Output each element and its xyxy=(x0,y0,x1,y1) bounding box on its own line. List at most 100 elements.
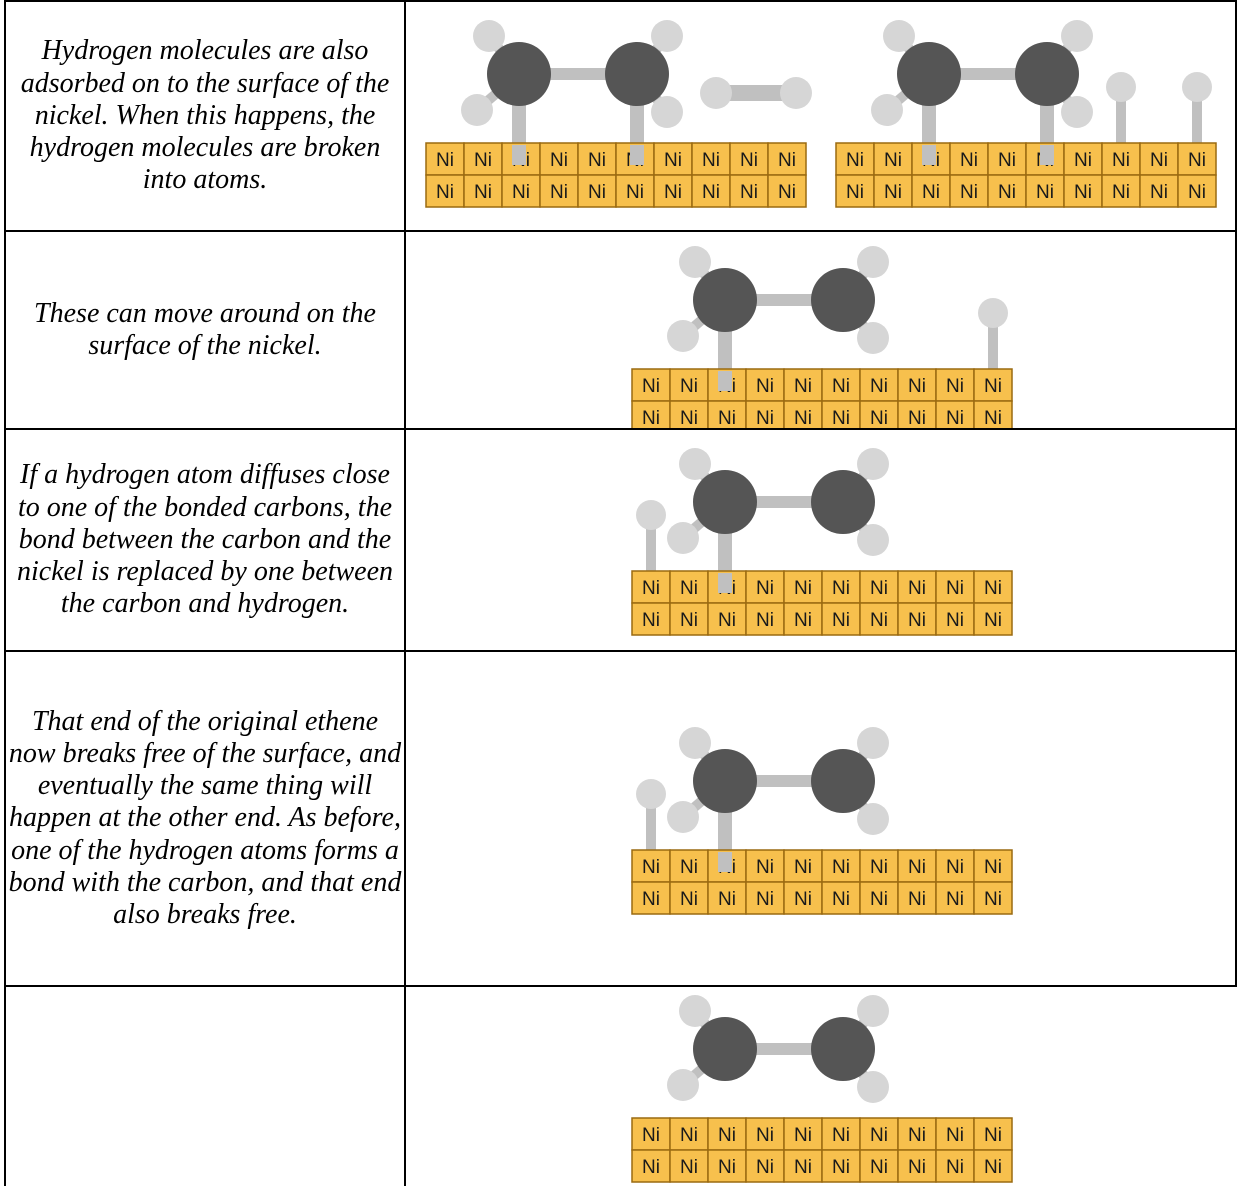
nickel-label: Ni xyxy=(642,857,660,878)
nickel-label: Ni xyxy=(718,610,736,631)
nickel-label: Ni xyxy=(718,1157,736,1178)
nickel-label: Ni xyxy=(908,610,926,631)
nickel-cell xyxy=(729,174,769,208)
nickel-cell xyxy=(615,174,655,208)
nickel-cell xyxy=(669,570,709,604)
nickel-label: Ni xyxy=(756,408,774,428)
nickel-cell xyxy=(745,400,785,434)
nickel-label: Ni xyxy=(756,1157,774,1178)
row-divider xyxy=(4,985,1237,987)
nickel-label: Ni xyxy=(474,150,492,171)
hydrogen-atom xyxy=(667,1069,699,1101)
step-text: Hydrogen molecules are also adsorbed on … xyxy=(20,35,390,196)
nickel-label: Ni xyxy=(870,1157,888,1178)
carbon-atom xyxy=(487,42,551,106)
nickel-cell xyxy=(783,1149,823,1183)
step-description: These can move around on the surface of … xyxy=(6,232,404,428)
nickel-label: Ni xyxy=(680,376,698,397)
h-nickel-bond xyxy=(646,519,656,571)
nickel-label: Ni xyxy=(908,1157,926,1178)
nickel-cell xyxy=(935,570,975,604)
nickel-label: Ni xyxy=(832,408,850,428)
column-divider xyxy=(404,0,406,1186)
nickel-label: Ni xyxy=(436,150,454,171)
hydrogen-atom xyxy=(857,322,889,354)
nickel-label: Ni xyxy=(756,1125,774,1146)
nickel-label: Ni xyxy=(794,376,812,397)
nickel-label: Ni xyxy=(474,182,492,203)
nickel-label: Ni xyxy=(1074,150,1092,171)
hydrogen-atom xyxy=(857,246,889,278)
nickel-cell xyxy=(949,142,989,176)
adsorbed-hydrogen-atom xyxy=(636,500,666,530)
nickel-cell xyxy=(935,1117,975,1151)
nickel-cell xyxy=(463,174,503,208)
hydrogen-atom xyxy=(1061,96,1093,128)
h-nickel-bond xyxy=(988,317,998,369)
nickel-label: Ni xyxy=(984,889,1002,910)
carbon-atom xyxy=(693,749,757,813)
nickel-cell xyxy=(935,368,975,402)
nickel-label: Ni xyxy=(642,610,660,631)
nickel-label: Ni xyxy=(960,150,978,171)
h-nickel-bond xyxy=(1116,91,1126,143)
nickel-cell xyxy=(539,142,579,176)
nickel-label: Ni xyxy=(642,376,660,397)
nickel-label: Ni xyxy=(870,376,888,397)
carbon-atom xyxy=(693,470,757,534)
nickel-cell xyxy=(949,174,989,208)
nickel-cell xyxy=(745,849,785,883)
carbon-nickel-bond-end xyxy=(922,145,936,165)
nickel-label: Ni xyxy=(1150,150,1168,171)
nickel-cell xyxy=(729,142,769,176)
nickel-cell xyxy=(973,602,1013,636)
nickel-label: Ni xyxy=(550,182,568,203)
hydrogen-atom xyxy=(857,727,889,759)
nickel-label: Ni xyxy=(794,1157,812,1178)
nickel-label: Ni xyxy=(756,889,774,910)
adsorbed-hydrogen-atom xyxy=(636,779,666,809)
nickel-cell xyxy=(1177,174,1217,208)
hydrogen-atom xyxy=(857,524,889,556)
hydrogen-atom xyxy=(667,320,699,352)
nickel-cell xyxy=(821,602,861,636)
nickel-cell xyxy=(821,881,861,915)
table-border-left xyxy=(4,0,6,1186)
nickel-label: Ni xyxy=(960,182,978,203)
carbon-nickel-bond-end xyxy=(718,371,732,391)
nickel-cell xyxy=(987,142,1027,176)
row-divider xyxy=(4,428,1237,430)
nickel-label: Ni xyxy=(680,1157,698,1178)
hydrogen-atom xyxy=(679,246,711,278)
nickel-cell xyxy=(539,174,579,208)
nickel-label: Ni xyxy=(998,150,1016,171)
nickel-cell xyxy=(425,142,465,176)
nickel-label: Ni xyxy=(794,408,812,428)
hydrogen-atom xyxy=(651,20,683,52)
hydrogen-atom xyxy=(857,995,889,1027)
hydrogen-atom xyxy=(871,94,903,126)
nickel-label: Ni xyxy=(626,182,644,203)
carbon-atom xyxy=(811,470,875,534)
nickel-label: Ni xyxy=(908,857,926,878)
nickel-label: Ni xyxy=(1188,150,1206,171)
nickel-cell xyxy=(987,174,1027,208)
nickel-label: Ni xyxy=(946,889,964,910)
nickel-label: Ni xyxy=(908,1125,926,1146)
nickel-cell xyxy=(669,368,709,402)
carbon-nickel-bond-end xyxy=(512,145,526,165)
hydrogen-atom xyxy=(700,77,732,109)
carbon-nickel-bond-end xyxy=(1040,145,1054,165)
nickel-cell xyxy=(707,1149,747,1183)
hydrogen-atom xyxy=(857,448,889,480)
step-text: These can move around on the surface of … xyxy=(34,297,376,361)
nickel-cell xyxy=(425,174,465,208)
nickel-label: Ni xyxy=(1036,182,1054,203)
